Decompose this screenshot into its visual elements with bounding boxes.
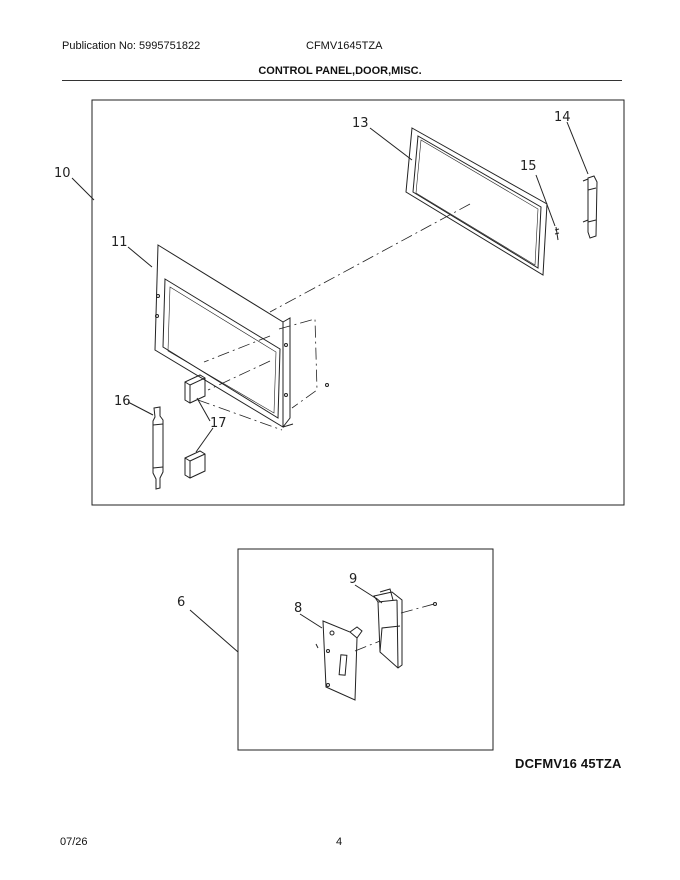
callout-9: 9 [349, 572, 357, 587]
model-number: CFMV1645TZA [306, 40, 383, 52]
drawing-code: DCFMV16 45TZA [515, 756, 622, 771]
part-13-door-panel [405, 127, 548, 276]
part-15-spring [554, 226, 560, 241]
callout-11: 11 [111, 235, 128, 250]
part-17-hinges [184, 374, 206, 479]
footer-date: 07/26 [60, 836, 88, 848]
part-8-control-panel [315, 620, 363, 701]
upper-diagram-frame [91, 99, 625, 506]
header-rule [62, 80, 622, 81]
publication-number: Publication No: 5995751822 [62, 40, 201, 52]
lower-diagram-frame [237, 548, 494, 751]
part-11-door-frame [154, 244, 294, 428]
callout-15: 15 [520, 159, 537, 174]
callout-10: 10 [54, 166, 71, 181]
callout-8: 8 [294, 601, 302, 616]
section-title: CONTROL PANEL,DOOR,MISC. [258, 65, 422, 77]
part-14-latch [582, 175, 598, 239]
page-number: 4 [336, 836, 343, 848]
callout-13: 13 [352, 116, 369, 131]
callout-16: 16 [114, 394, 131, 409]
part-9-bracket [373, 588, 403, 669]
callout-14: 14 [554, 110, 571, 125]
callout-6: 6 [177, 595, 185, 610]
callout-17: 17 [210, 416, 227, 431]
part-16-rod [152, 406, 164, 490]
